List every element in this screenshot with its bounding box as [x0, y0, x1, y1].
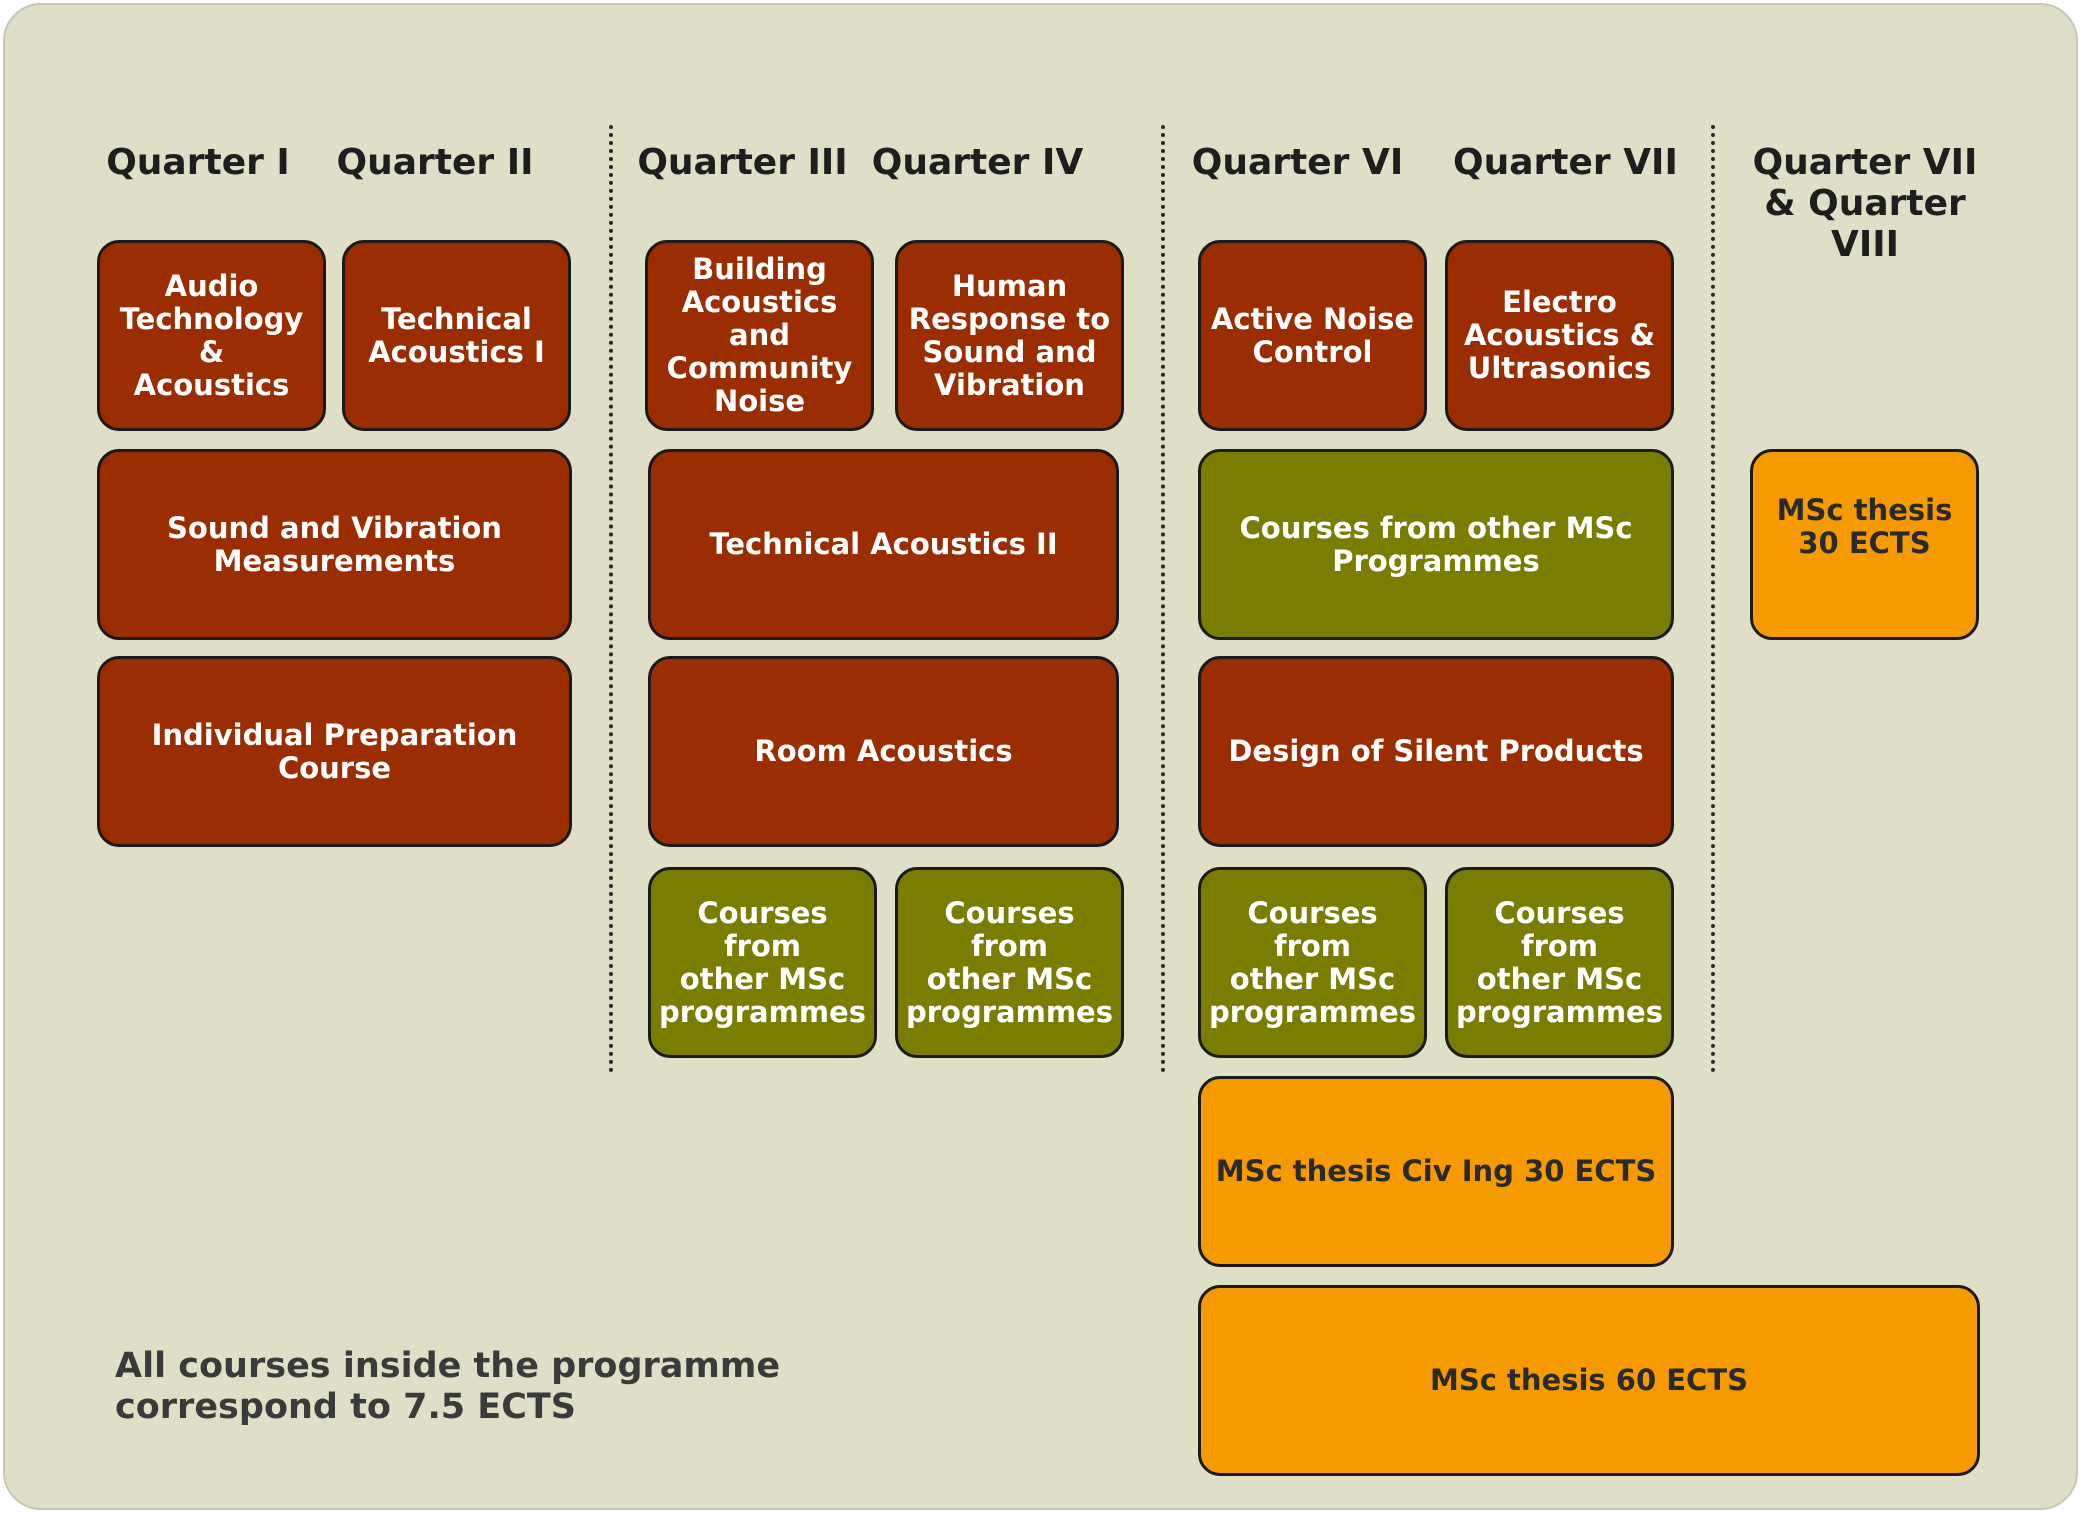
course-audio-technology-acoustics: Audio Technology & Acoustics — [97, 240, 326, 431]
separator-1 — [609, 125, 613, 1073]
course-other-msc-q4: Courses from other MSc programmes — [895, 867, 1124, 1058]
course-human-response: Human Response to Sound and Vibration — [895, 240, 1124, 431]
course-technical-acoustics-2: Technical Acoustics II — [648, 449, 1119, 640]
thesis-60-ects: MSc thesis 60 ECTS — [1198, 1285, 1980, 1476]
course-room-acoustics: Room Acoustics — [648, 656, 1119, 847]
course-electro-acoustics: Electro Acoustics & Ultrasonics — [1445, 240, 1674, 431]
course-design-silent-products: Design of Silent Products — [1198, 656, 1674, 847]
course-other-msc-programmes: Courses from other MSc Programmes — [1198, 449, 1674, 640]
thesis-30-ects: MSc thesis 30 ECTS — [1750, 449, 1979, 640]
course-building-acoustics: Building Acoustics and Community Noise — [645, 240, 874, 431]
header-quarter-7-8: Quarter VII & Quarter VIII — [1752, 142, 1978, 265]
separator-2 — [1161, 125, 1165, 1073]
header-quarter-7: Quarter VII — [1453, 142, 1678, 183]
course-other-msc-q3: Courses from other MSc programmes — [648, 867, 877, 1058]
header-quarter-6: Quarter VI — [1191, 142, 1404, 183]
separator-3 — [1711, 125, 1715, 1073]
course-active-noise-control: Active Noise Control — [1198, 240, 1427, 431]
header-quarter-1: Quarter I — [106, 142, 290, 183]
course-other-msc-q6: Courses from other MSc programmes — [1198, 867, 1427, 1058]
course-other-msc-q7: Courses from other MSc programmes — [1445, 867, 1674, 1058]
header-quarter-3: Quarter III — [637, 142, 848, 183]
thesis-civ-ing-30-ects: MSc thesis Civ Ing 30 ECTS — [1198, 1076, 1674, 1267]
ects-note: All courses inside the programme corresp… — [115, 1346, 781, 1427]
course-individual-preparation: Individual Preparation Course — [97, 656, 572, 847]
course-sound-vibration-measurements: Sound and Vibration Measurements — [97, 449, 572, 640]
header-quarter-2: Quarter II — [336, 142, 534, 183]
header-quarter-4: Quarter IV — [871, 142, 1084, 183]
course-technical-acoustics-1: Technical Acoustics I — [342, 240, 571, 431]
